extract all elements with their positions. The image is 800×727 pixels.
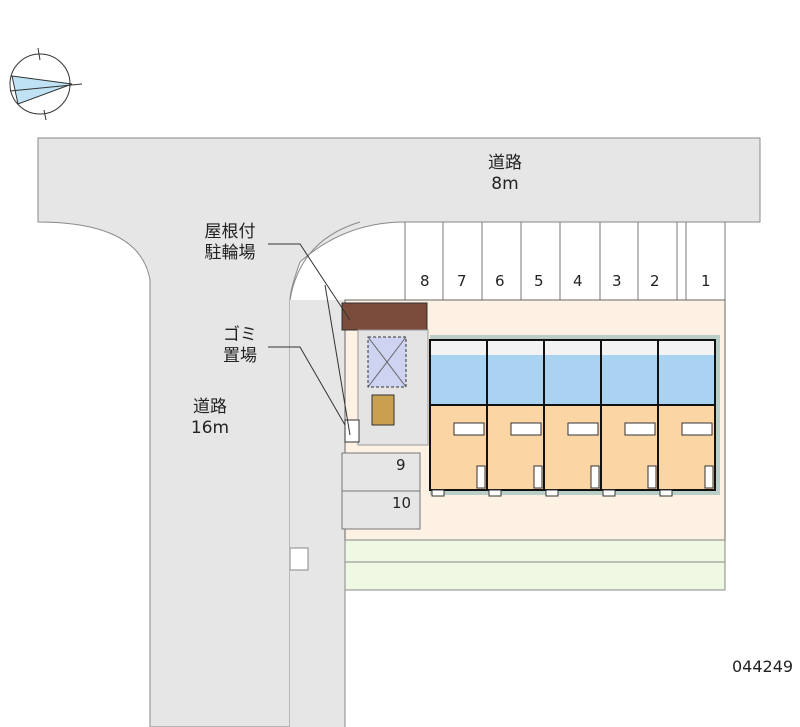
kitchen (510, 422, 542, 436)
compass-icon (9, 47, 83, 121)
road-left-name: 道路 (193, 397, 227, 417)
kitchen (567, 422, 599, 436)
parking-9: 9 (396, 456, 406, 474)
label-line: 屋根付 (204, 222, 256, 242)
property-id: 044249 (732, 657, 794, 676)
label-line: 置場 (223, 346, 257, 366)
road-top (37, 137, 761, 727)
parking-2: 2 (650, 272, 660, 290)
bicycle-roof (341, 302, 428, 331)
kitchen (681, 422, 713, 436)
road-left-sidewalk (289, 221, 361, 727)
building (429, 335, 720, 497)
parking-7: 7 (457, 272, 467, 290)
label-line: 駐輪場 (204, 243, 256, 263)
parking-3: 3 (612, 272, 622, 290)
unit-wet-area (431, 355, 486, 405)
unit-wet-area (659, 355, 714, 405)
road-top-name: 道路 (488, 153, 522, 173)
road-top-width: 8m (491, 174, 519, 194)
kitchen (624, 422, 656, 436)
kitchen (453, 422, 485, 436)
road-top-label: 道路 8m (470, 153, 540, 195)
road-left-label: 道路 16m (175, 397, 245, 439)
unit-wet-area (545, 355, 600, 405)
parking-6: 6 (495, 272, 505, 290)
unit-wet-area (488, 355, 543, 405)
parking-10: 10 (392, 494, 412, 512)
label-line: ゴミ (223, 325, 257, 345)
parking-4: 4 (573, 272, 583, 290)
unit-wet-area (602, 355, 657, 405)
bicycle-parking-label: 屋根付 駐輪場 (190, 222, 270, 264)
parking-8: 8 (420, 272, 430, 290)
road-left-width: 16m (190, 418, 230, 438)
parking-1: 1 (701, 272, 711, 290)
parking-top (404, 222, 726, 300)
garbage-label: ゴミ 置場 (210, 325, 270, 367)
parking-5: 5 (534, 272, 544, 290)
parking-side (341, 452, 421, 492)
